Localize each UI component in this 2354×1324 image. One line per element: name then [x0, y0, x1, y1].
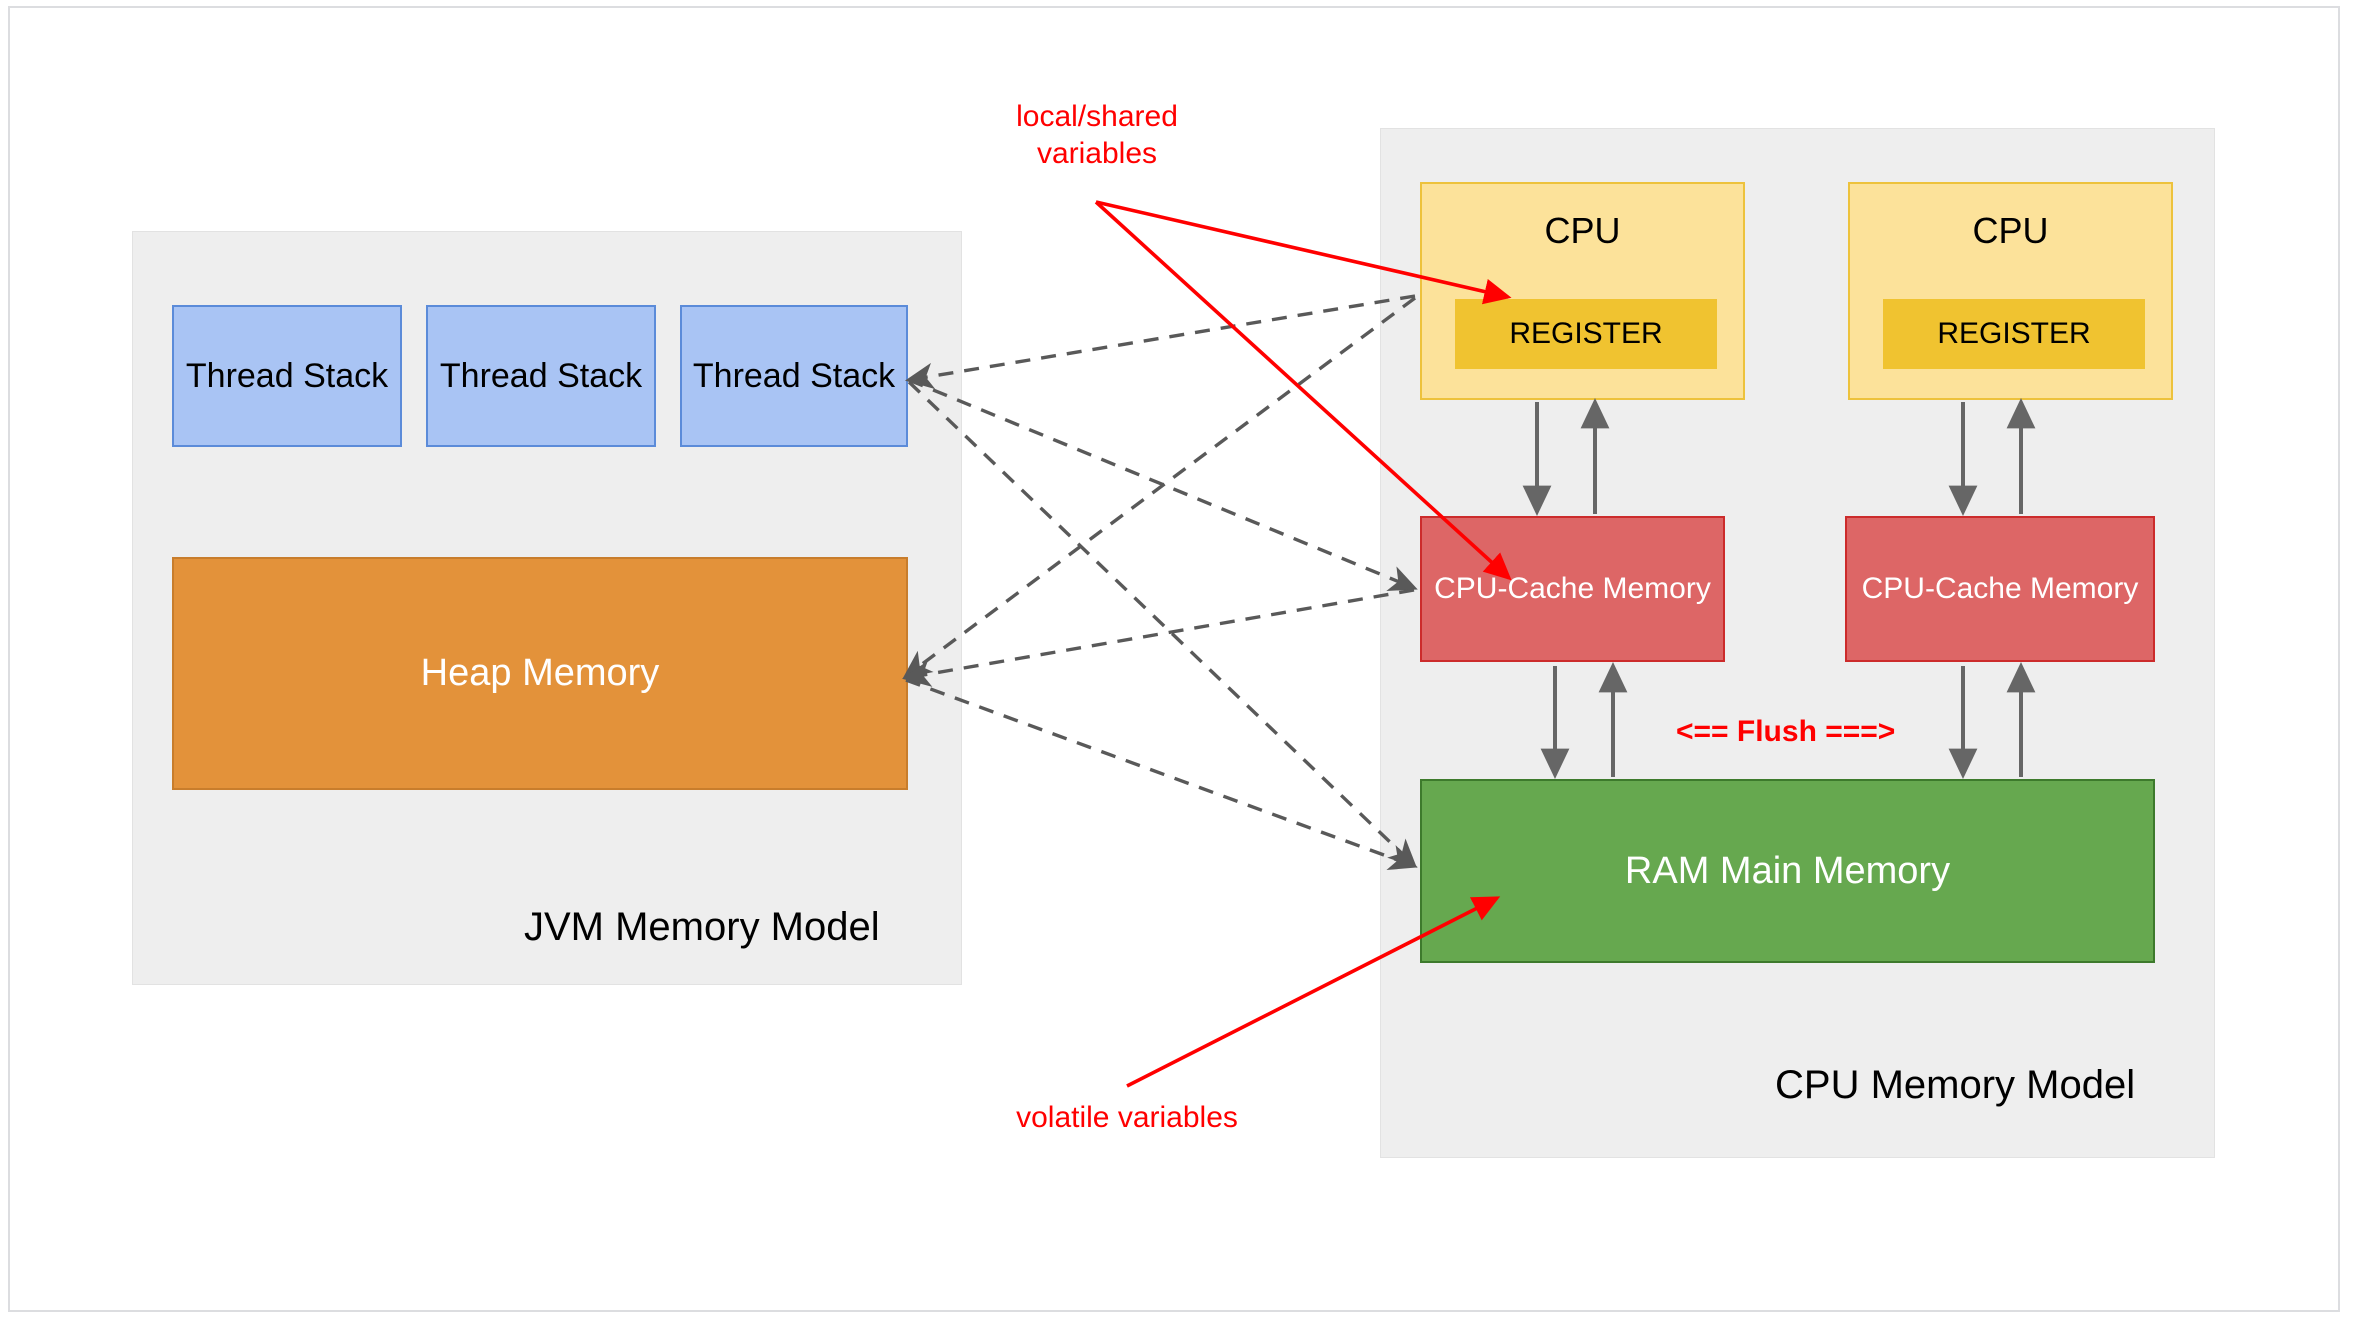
thread-stack-block-2: Thread Stack	[426, 305, 656, 447]
cpu-cache-block-2: CPU-Cache Memory	[1845, 516, 2155, 662]
ram-main-memory-block: RAM Main Memory	[1420, 779, 2155, 963]
heap-memory-block: Heap Memory	[172, 557, 908, 790]
annotation-local-shared-variables: local/shared variables	[1016, 100, 1178, 171]
cpu-cache-block-1: CPU-Cache Memory	[1420, 516, 1725, 662]
cpu-panel-title: CPU Memory Model	[1775, 1063, 2136, 1107]
cpu-block-1: CPU REGISTER	[1420, 182, 1745, 400]
thread-stack-block-3: Thread Stack	[680, 305, 908, 447]
cpu-label-1: CPU	[1544, 210, 1621, 251]
cpu-block-2: CPU REGISTER	[1848, 182, 2173, 400]
jvm-panel-title: JVM Memory Model	[524, 905, 880, 949]
register-block-2: REGISTER	[1883, 299, 2145, 369]
annotation-volatile-variables: volatile variables	[1016, 1101, 1238, 1134]
cpu-label-2: CPU	[1972, 210, 2049, 251]
flush-label: <== Flush ===>	[1676, 715, 1896, 748]
thread-stack-block-1: Thread Stack	[172, 305, 402, 447]
register-block-1: REGISTER	[1455, 299, 1717, 369]
